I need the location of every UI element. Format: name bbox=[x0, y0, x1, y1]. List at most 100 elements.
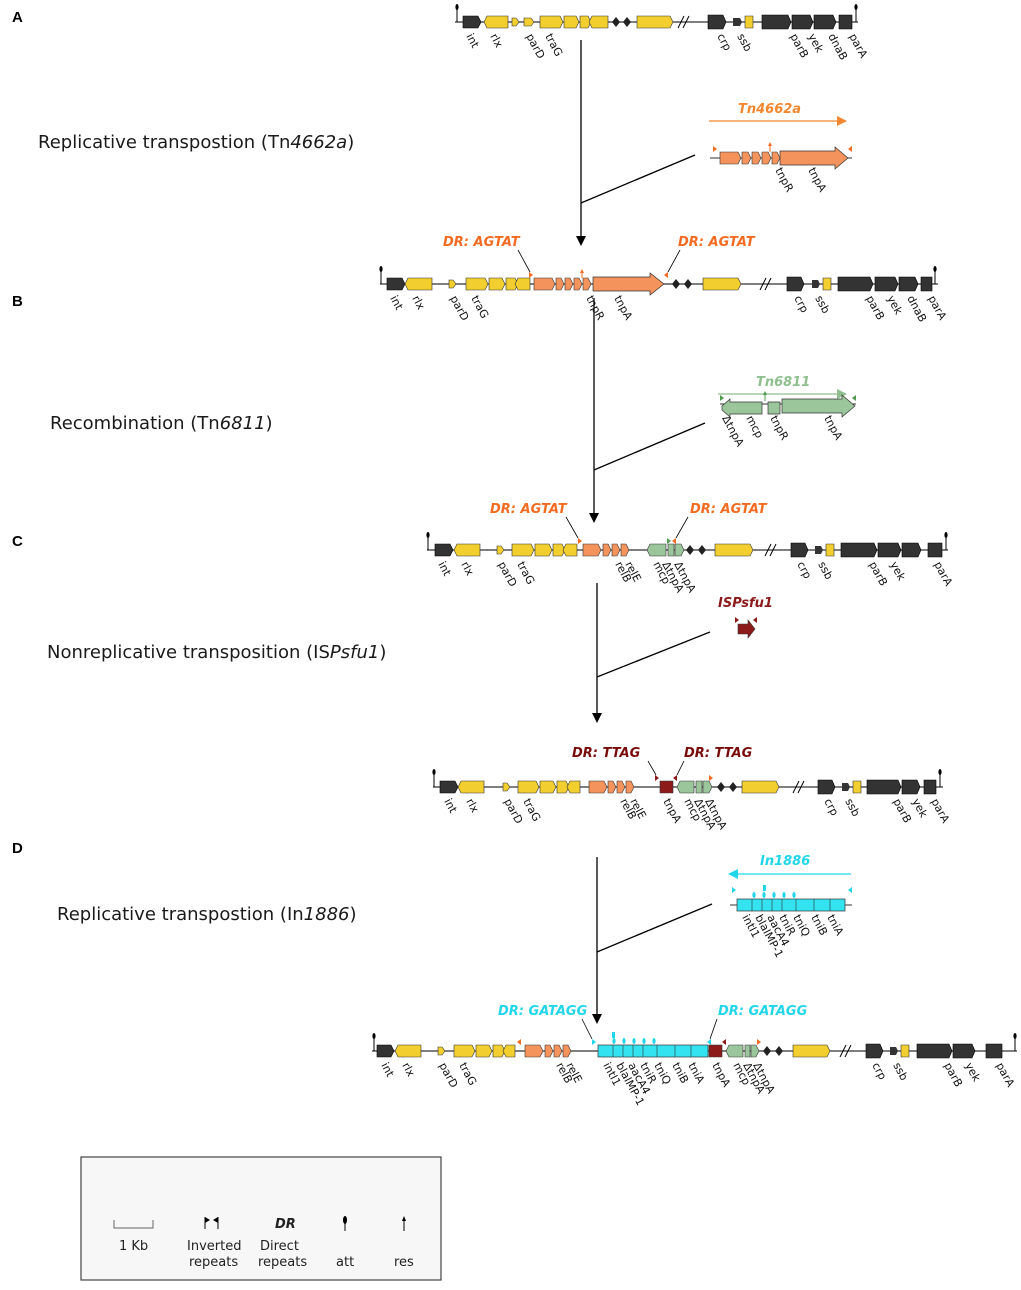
gene-label-crp: crp bbox=[791, 293, 811, 315]
panel-letter-b: B bbox=[12, 293, 23, 310]
connector-3 bbox=[596, 631, 711, 678]
gene-tnpA bbox=[781, 394, 856, 418]
dr-label-right: DR: GATAGG bbox=[718, 1004, 808, 1019]
gene-yellow bbox=[475, 1044, 493, 1058]
gene-yellow-large bbox=[702, 277, 742, 291]
gene-black-small bbox=[686, 545, 694, 555]
gene-yellow-small bbox=[511, 17, 520, 27]
gene-yellow bbox=[539, 780, 557, 794]
gene-tnpA bbox=[592, 272, 665, 296]
gene-black-small bbox=[612, 17, 620, 27]
dr-pointer bbox=[667, 249, 681, 273]
gene-crp bbox=[865, 1043, 884, 1059]
tn4662a-inset: Tn4662a tnpR tnpA bbox=[709, 102, 852, 195]
gene-label-parD: parD bbox=[436, 1060, 460, 1090]
inverted-repeat bbox=[720, 395, 724, 401]
gene-rlx bbox=[404, 277, 433, 291]
dr-label-right: DR: AGTAT bbox=[678, 235, 756, 250]
gene-int bbox=[376, 1044, 395, 1058]
inverted-repeat bbox=[655, 775, 659, 781]
gene-yellow-large bbox=[741, 780, 780, 794]
gene-black-small bbox=[684, 279, 692, 289]
gene-int bbox=[439, 780, 459, 794]
inverted-repeat bbox=[664, 272, 668, 278]
in1886-inset: In1886 intI1 blaIMP-1 aacA4 tniR tniQ tn… bbox=[728, 854, 852, 960]
att-marker bbox=[944, 532, 948, 550]
gene-yellow bbox=[579, 15, 592, 29]
gene-parA bbox=[985, 1043, 1003, 1059]
gene-yellow bbox=[563, 15, 580, 29]
gene-ssb-black bbox=[733, 18, 742, 26]
inverted-repeat bbox=[848, 146, 852, 152]
inverted-repeat bbox=[709, 775, 713, 781]
att-marker bbox=[426, 532, 430, 550]
gene-ssb bbox=[744, 15, 754, 29]
element-title-tn4662a: Tn4662a bbox=[738, 102, 801, 117]
gene-label-parB: parB bbox=[890, 796, 914, 825]
step-label-tn6811: Recombination (Tn6811) bbox=[50, 413, 273, 434]
in1886-genes-block bbox=[736, 898, 846, 912]
gene-ssb bbox=[825, 543, 835, 557]
gene-label-tnpA: tnpA bbox=[611, 293, 635, 322]
att-sites bbox=[752, 885, 796, 898]
gene-yellow bbox=[514, 277, 531, 291]
inverted-repeat bbox=[722, 1039, 726, 1045]
gene-yek bbox=[952, 1043, 976, 1059]
gene-orange-small bbox=[620, 543, 630, 557]
inverted-repeat bbox=[848, 887, 852, 893]
gene-parB bbox=[916, 1043, 953, 1059]
att-marker bbox=[379, 266, 383, 284]
gene-yellow bbox=[566, 780, 581, 794]
gene-label-parD: parD bbox=[447, 293, 471, 323]
gene-label-rlx: rlx bbox=[458, 559, 476, 578]
gene-traG bbox=[465, 277, 489, 291]
att-marker bbox=[455, 4, 459, 22]
inverted-repeat bbox=[732, 887, 736, 893]
inverted-repeats-icon bbox=[204, 1217, 219, 1229]
legend-dr-line2: repeats bbox=[258, 1255, 307, 1270]
gene-orange bbox=[524, 1044, 544, 1058]
gene-tnpR bbox=[695, 780, 703, 794]
res-marker bbox=[580, 269, 584, 278]
dr-pointer bbox=[709, 1018, 718, 1040]
plasmid-map-b: DR: AGTAT DR: AGTAT int rlx parD traG tn… bbox=[379, 235, 949, 324]
ispsfu1-inset: ISPsfu1 bbox=[718, 596, 773, 639]
gene-parD bbox=[496, 545, 505, 555]
gene-relB bbox=[553, 1044, 563, 1058]
att-marker bbox=[938, 769, 942, 787]
gene-orange-small bbox=[771, 151, 781, 165]
gene-ssb bbox=[900, 1044, 910, 1058]
dr-label-left: DR: TTAG bbox=[572, 746, 641, 761]
gene-label-int: int bbox=[463, 31, 482, 50]
backbone-break bbox=[677, 15, 690, 29]
gene-tnpA-ispsfu1 bbox=[659, 780, 674, 794]
gene-yellow-large bbox=[636, 15, 674, 29]
legend-box bbox=[80, 1156, 442, 1281]
inverted-repeat bbox=[673, 775, 677, 781]
dr-label-left: DR: AGTAT bbox=[443, 235, 521, 250]
gene-traG bbox=[453, 1044, 476, 1058]
gene-orange bbox=[582, 543, 602, 557]
gene-rlx bbox=[483, 15, 509, 29]
inverted-repeat bbox=[707, 1039, 711, 1045]
gene-label-tnpA: tnpA bbox=[709, 1060, 733, 1089]
gene-yellow bbox=[588, 15, 609, 29]
att-marker bbox=[432, 769, 436, 787]
gene-traG bbox=[539, 15, 564, 29]
legend-ir-line1: Inverted bbox=[187, 1239, 241, 1254]
gene-yek bbox=[874, 276, 899, 292]
gene-label-mcp: mcp bbox=[743, 413, 766, 440]
gene-parB bbox=[761, 14, 792, 30]
gene-label-parA: parA bbox=[928, 796, 952, 825]
gene-yellow-large bbox=[714, 543, 754, 557]
backbone-break bbox=[759, 277, 772, 291]
gene-relB bbox=[616, 780, 626, 794]
gene-rlx bbox=[394, 1044, 422, 1058]
gene-label-ssb: ssb bbox=[734, 31, 754, 53]
gene-ssb-black bbox=[890, 1047, 898, 1055]
legend-res-label: res bbox=[394, 1255, 414, 1270]
gene-relE bbox=[602, 543, 612, 557]
gene-label-parB: parB bbox=[863, 293, 887, 322]
gene-parD bbox=[448, 279, 457, 289]
dr-pointer bbox=[675, 516, 689, 539]
